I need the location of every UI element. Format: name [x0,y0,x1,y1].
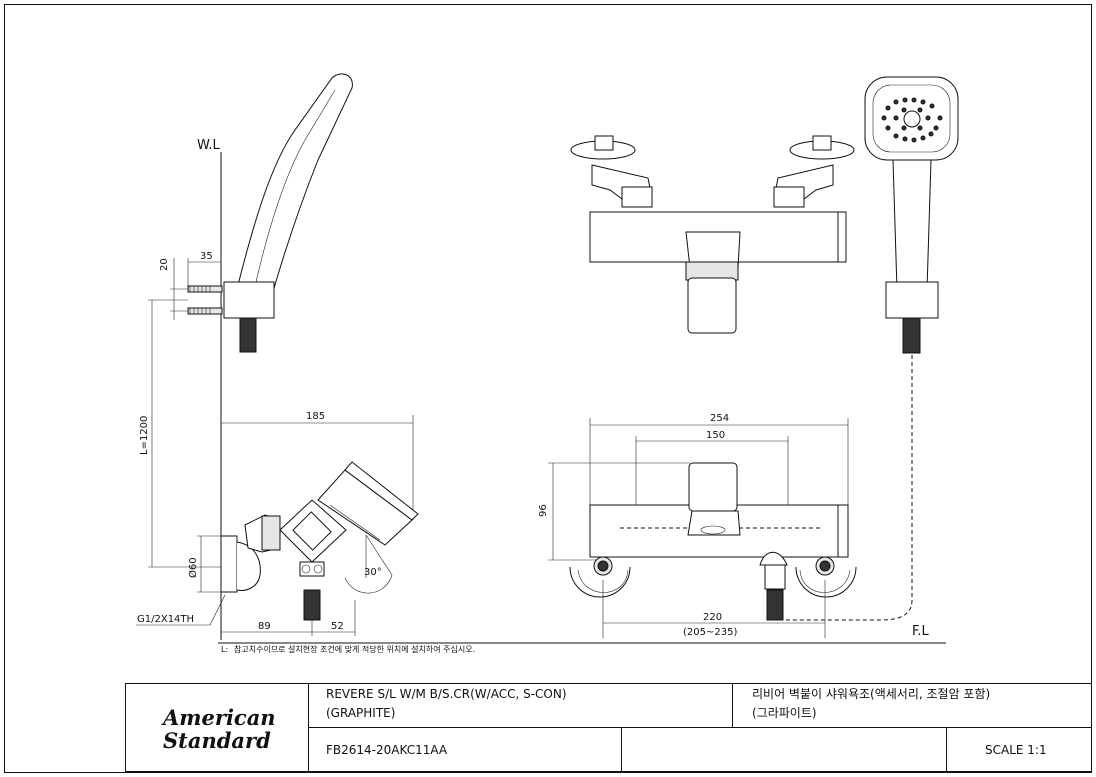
scale-label: SCALE 1:1 [985,743,1047,757]
product-color-en: (GRAPHITE) [326,706,395,720]
handle-lever [687,277,737,334]
model-code: FB2614-20AKC11AA [326,743,448,757]
eccentric-left [569,556,631,598]
wall-screws [187,285,223,315]
handle-front [688,462,738,512]
wall-flange [220,535,238,593]
dim-52: 52 [331,621,344,632]
dim-220: 220 [703,612,722,623]
hose-connector [902,317,921,354]
brand-logo-line2: Standard [163,728,271,753]
dim-150: 150 [706,430,725,441]
hose-path [780,355,913,621]
note-prefix: L: [221,645,228,654]
dim-angle: 30° [364,567,382,578]
eccentric-right [795,556,857,598]
dim-185: 185 [306,411,325,422]
dim-220-range: (205~235) [683,627,737,638]
dim-20: 20 [159,258,170,271]
dim-60: Ø60 [187,557,199,578]
thread-spec: G1/2X14TH [137,614,194,625]
handshower-front: F.L [780,76,959,639]
outlet-hose [303,589,321,621]
dim-hose-length: L=1200 [139,416,150,455]
top-view-mixer [570,135,855,334]
dim-96: 96 [538,504,549,517]
front-view-mixer: 254 150 96 [538,413,857,638]
installation-note: 참고치수이므로 설치현장 조건에 맞게 적당한 위치에 설치하여 주십시오. [234,644,475,654]
shower-bracket [885,281,939,319]
product-name-kr: 리비어 벽붙이 샤워욕조(액세서리, 조절암 포함) [752,687,990,701]
spray-nozzles [881,97,943,143]
side-view-handshower: W.L 35 20 L=1200 [139,73,353,640]
shower-handle [892,159,932,291]
dim-35: 35 [200,251,213,262]
side-view-mixer: 185 30° Ø60 G1/2X14TH [136,411,419,636]
product-name-en: REVERE S/L W/M B/S.CR(W/ACC, S-CON) [326,687,567,701]
title-block: American Standard REVERE S/L W/M B/S.CR(… [125,683,1092,772]
product-color-kr: (그라파이트) [752,706,817,720]
shower-holder [223,281,275,319]
brand-logo-line1: American [161,705,276,730]
hose-stub [239,317,257,353]
dim-89: 89 [258,621,271,632]
hand-shower-side [237,73,353,319]
dim-254: 254 [710,413,729,424]
spray-center [903,110,921,128]
drawing-frame [4,4,1092,773]
water-level-label: W.L [197,138,220,153]
floor-level-label: F.L [912,624,930,639]
